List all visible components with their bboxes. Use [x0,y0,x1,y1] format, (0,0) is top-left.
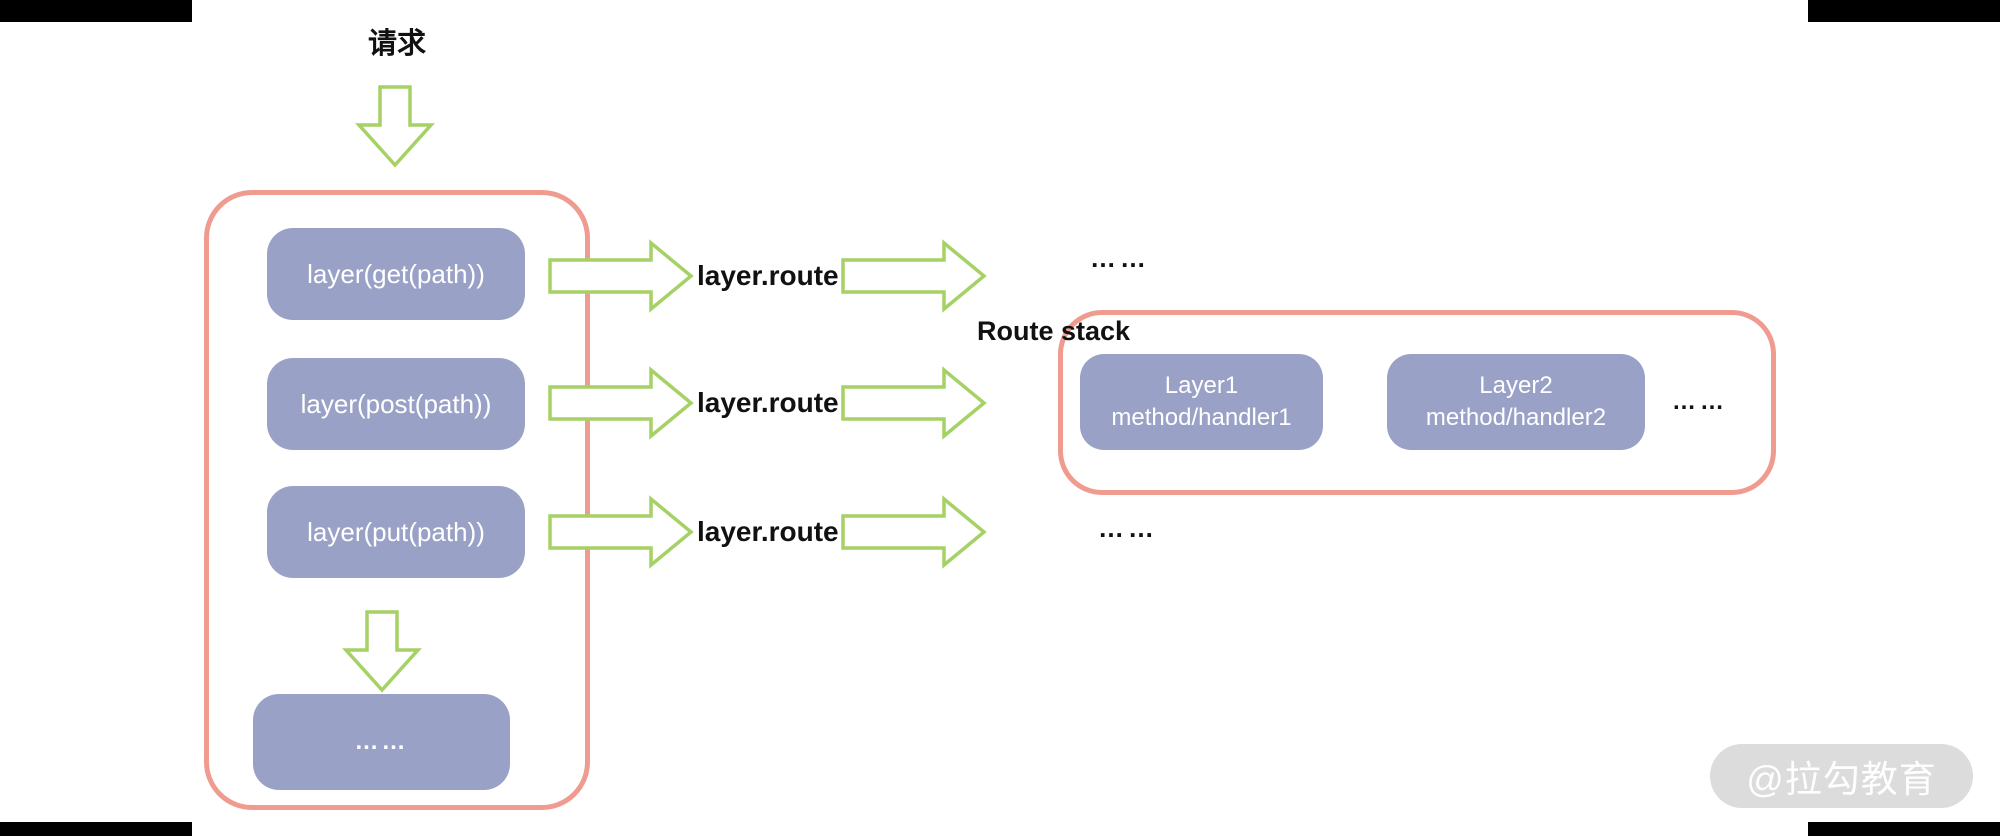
right-arrow-icon [841,366,987,440]
route-stack-title: Route stack [977,316,1131,346]
right-arrow-icon [841,495,987,569]
ellipsis-label: …… [1090,243,1150,273]
route-layer-name: Layer2 [1479,371,1553,399]
ellipsis-label: …… [1098,513,1158,543]
screen-edge-bar-top-left [0,0,192,22]
right-arrow-icon [548,239,694,313]
layer-route-label: layer.route [697,260,839,291]
layer-box-put: layer(put(path)) [267,486,525,578]
right-arrow-icon [548,366,694,440]
route-layer-handler: method/handler1 [1111,404,1292,431]
right-arrow-icon [841,239,987,313]
right-arrow-icon [548,495,694,569]
layer-route-label: layer.route [697,516,839,547]
down-arrow-icon [355,85,435,168]
layer-box-more: …… [253,694,510,790]
layer-box-get: layer(get(path)) [267,228,525,320]
layer-box-post: layer(post(path)) [267,358,525,450]
screen-edge-bar-bottom-right [1808,822,2000,836]
route-layer-name: Layer1 [1164,371,1239,399]
request-label: 请求 [367,28,426,60]
route-layer-box-2: Layer2 method/handler2 [1387,354,1645,450]
screen-edge-bar-top-right [1808,0,2000,22]
watermark-badge: @拉勾教育 [1710,744,1973,808]
screen-edge-bar-bottom-left [0,822,192,836]
route-layer-box-1: Layer1 method/handler1 [1080,354,1323,450]
down-arrow-icon [342,610,422,693]
route-stack-ellipsis: …… [1672,388,1728,415]
route-layer-handler: method/handler2 [1425,404,1607,431]
layer-route-label: layer.route [697,387,839,418]
middleware-stack-container [204,190,590,810]
route-stack-container [1058,310,1776,495]
